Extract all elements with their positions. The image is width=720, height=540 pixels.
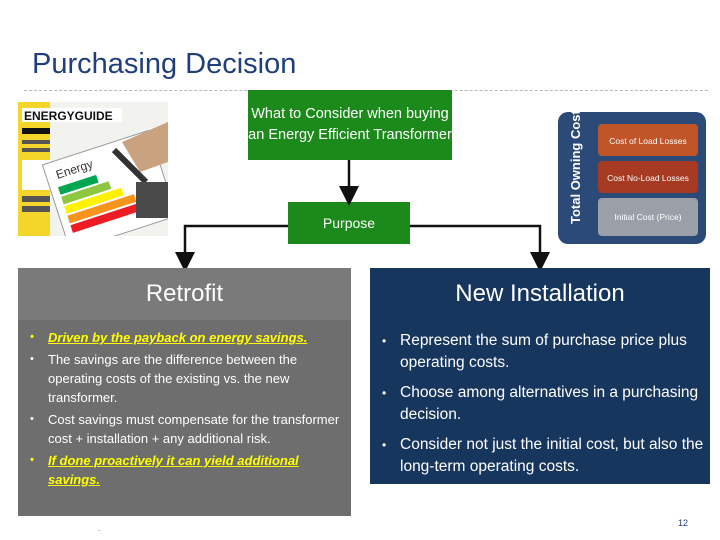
energyguide-image: ENERGYGUIDE Energy [18, 102, 168, 236]
slide-title: Purchasing Decision [32, 48, 297, 80]
footer-mark: . [98, 524, 101, 533]
slide-number: 12 [678, 518, 689, 528]
segment-initial-cost: Initial Cost (Price) [614, 212, 681, 222]
new-installation-bullet: Represent the sum of purchase price plus… [378, 330, 704, 374]
segment-no-load-losses: Cost No-Load Losses [607, 173, 689, 183]
retrofit-panel: Driven by the payback on energy savings.… [18, 320, 351, 516]
retrofit-bullet: If done proactively it can yield additio… [28, 451, 346, 489]
purpose-box: Purpose [288, 202, 410, 244]
consider-box: What to Consider when buying an Energy E… [248, 90, 452, 160]
retrofit-bullet: Cost savings must compensate for the tra… [28, 410, 346, 448]
new-installation-bullet: Choose among alternatives in a purchasin… [378, 382, 704, 426]
arrow-to-retrofit [175, 224, 288, 272]
segment-load-losses: Cost of Load Losses [609, 136, 687, 146]
total-owning-cost-image: Total Owning Cost Cost of Load Losses Co… [558, 112, 706, 244]
retrofit-bullet: Driven by the payback on energy savings. [28, 328, 346, 347]
new-installation-panel: Represent the sum of purchase price plus… [370, 320, 710, 484]
total-owning-cost-label: Total Owning Cost [568, 112, 583, 224]
arrow-to-new-installation [410, 224, 550, 272]
retrofit-heading: Retrofit [18, 268, 351, 320]
new-installation-bullet: Consider not just the initial cost, but … [378, 434, 704, 478]
new-installation-heading: New Installation [370, 268, 710, 320]
retrofit-bullet: The savings are the difference between t… [28, 350, 346, 407]
energyguide-label: ENERGYGUIDE [24, 109, 113, 123]
